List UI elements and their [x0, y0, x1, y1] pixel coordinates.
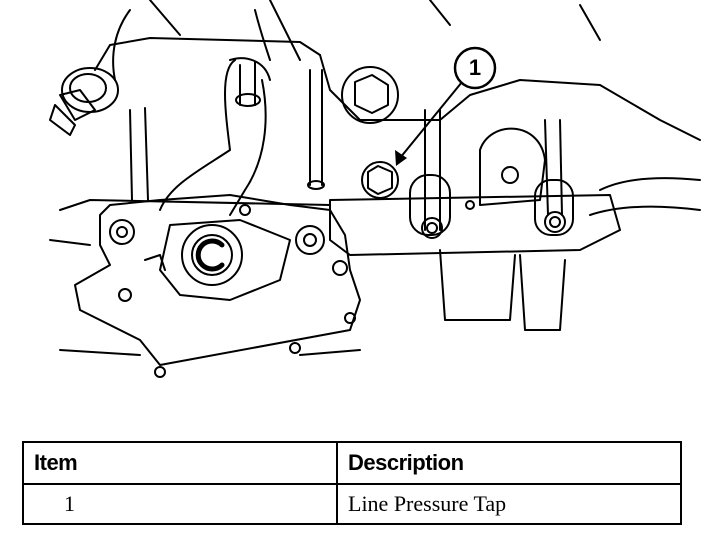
header-item: Item: [22, 441, 338, 485]
hex-bolt-center: [341, 66, 399, 124]
studs: [129, 61, 563, 231]
right-bosses: [409, 127, 574, 239]
callout-1-label: 1: [468, 55, 482, 80]
callout-1: [395, 46, 497, 166]
transmission-case-illustration: [49, 0, 701, 378]
legend-table: Item Description 1 Line Pressure Tap: [22, 441, 682, 525]
line-pressure-tap-plug: [361, 161, 399, 199]
table-row: 1 Line Pressure Tap: [22, 483, 682, 525]
cell-description: Line Pressure Tap: [336, 483, 682, 525]
table-header-row: Item Description: [22, 441, 682, 485]
header-description: Description: [336, 441, 682, 485]
manual-lever: [159, 57, 271, 216]
cell-item: 1: [22, 483, 338, 525]
left-bolt: [49, 67, 119, 136]
oil-pan: [49, 177, 701, 356]
case-top-edges: [94, 0, 701, 141]
range-sensor: [74, 194, 361, 378]
